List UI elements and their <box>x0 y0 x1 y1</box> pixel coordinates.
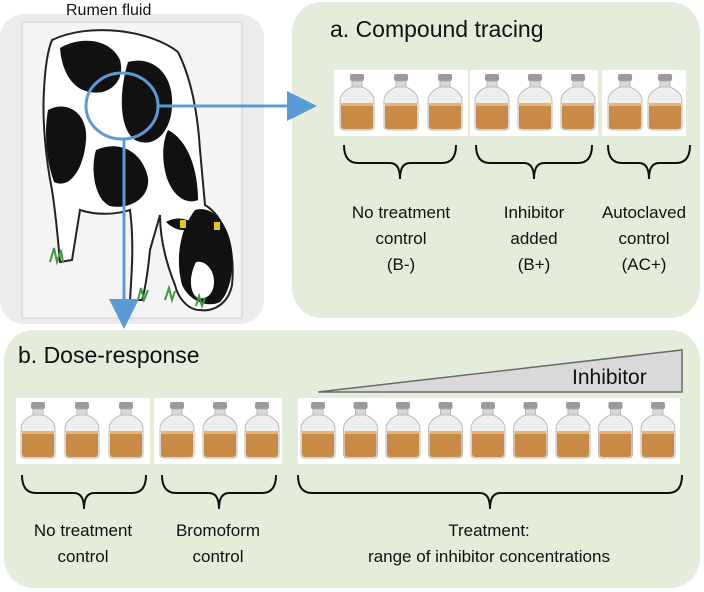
vial-bottle-icon <box>300 402 336 459</box>
vial-bottle-icon <box>64 402 100 459</box>
inhibitor-gradient-triangle <box>317 349 683 393</box>
inhibitor-gradient-label: Inhibitor <box>572 366 647 389</box>
vial-bottle-icon <box>343 402 378 459</box>
vial-bottle-icon <box>244 402 280 459</box>
panel-compound-tracing <box>292 2 700 318</box>
label-b-treatment: Treatment: range of inhibitor concentrat… <box>368 521 610 566</box>
vial-bottle-icon <box>470 402 506 459</box>
group-brace <box>297 474 683 510</box>
rumen-fluid-label: Rumen fluid <box>66 2 152 19</box>
panel-b-title: b. Dose-response <box>18 342 200 368</box>
vial-bottle-icon <box>513 402 548 459</box>
label-b-bromoform: Bromoform control <box>175 521 261 566</box>
vial-bottle-icon <box>560 74 596 131</box>
vial-bottle-icon <box>474 74 510 131</box>
label-a-no-treatment: No treatment control (B-) <box>351 203 451 274</box>
vial-bottle-icon <box>517 74 553 131</box>
vial-bottle-icon <box>385 402 421 459</box>
group-brace <box>607 144 691 180</box>
group-brace <box>161 474 277 510</box>
label-a-autoclaved: Autoclaved control (AC+) <box>601 203 687 274</box>
vial-bottle-icon <box>202 402 238 459</box>
label-a-inhibitor-added: Inhibitor added (B+) <box>503 203 565 274</box>
panel-a-title: a. Compound tracing <box>330 16 544 42</box>
vial-bottle-icon <box>20 402 56 459</box>
group-brace <box>21 474 147 510</box>
vial-bottle-icon <box>159 402 195 459</box>
group-brace <box>475 144 593 180</box>
vial-bottle-icon <box>607 74 643 131</box>
vial-bottle-icon <box>555 402 591 459</box>
vial-bottle-icon <box>598 402 633 459</box>
vial-bottle-icon <box>428 402 463 459</box>
vial-bottle-icon <box>647 74 683 131</box>
vial-bottle-icon <box>108 402 144 459</box>
vial-bottle-icon <box>640 402 676 459</box>
group-brace <box>343 144 457 180</box>
vial-bottle-icon <box>383 74 419 131</box>
vial-bottle-icon <box>339 74 375 131</box>
rumen-highlight-ring <box>84 71 160 141</box>
vial-bottle-icon <box>427 74 463 131</box>
label-b-no-treatment: No treatment control <box>33 521 133 566</box>
